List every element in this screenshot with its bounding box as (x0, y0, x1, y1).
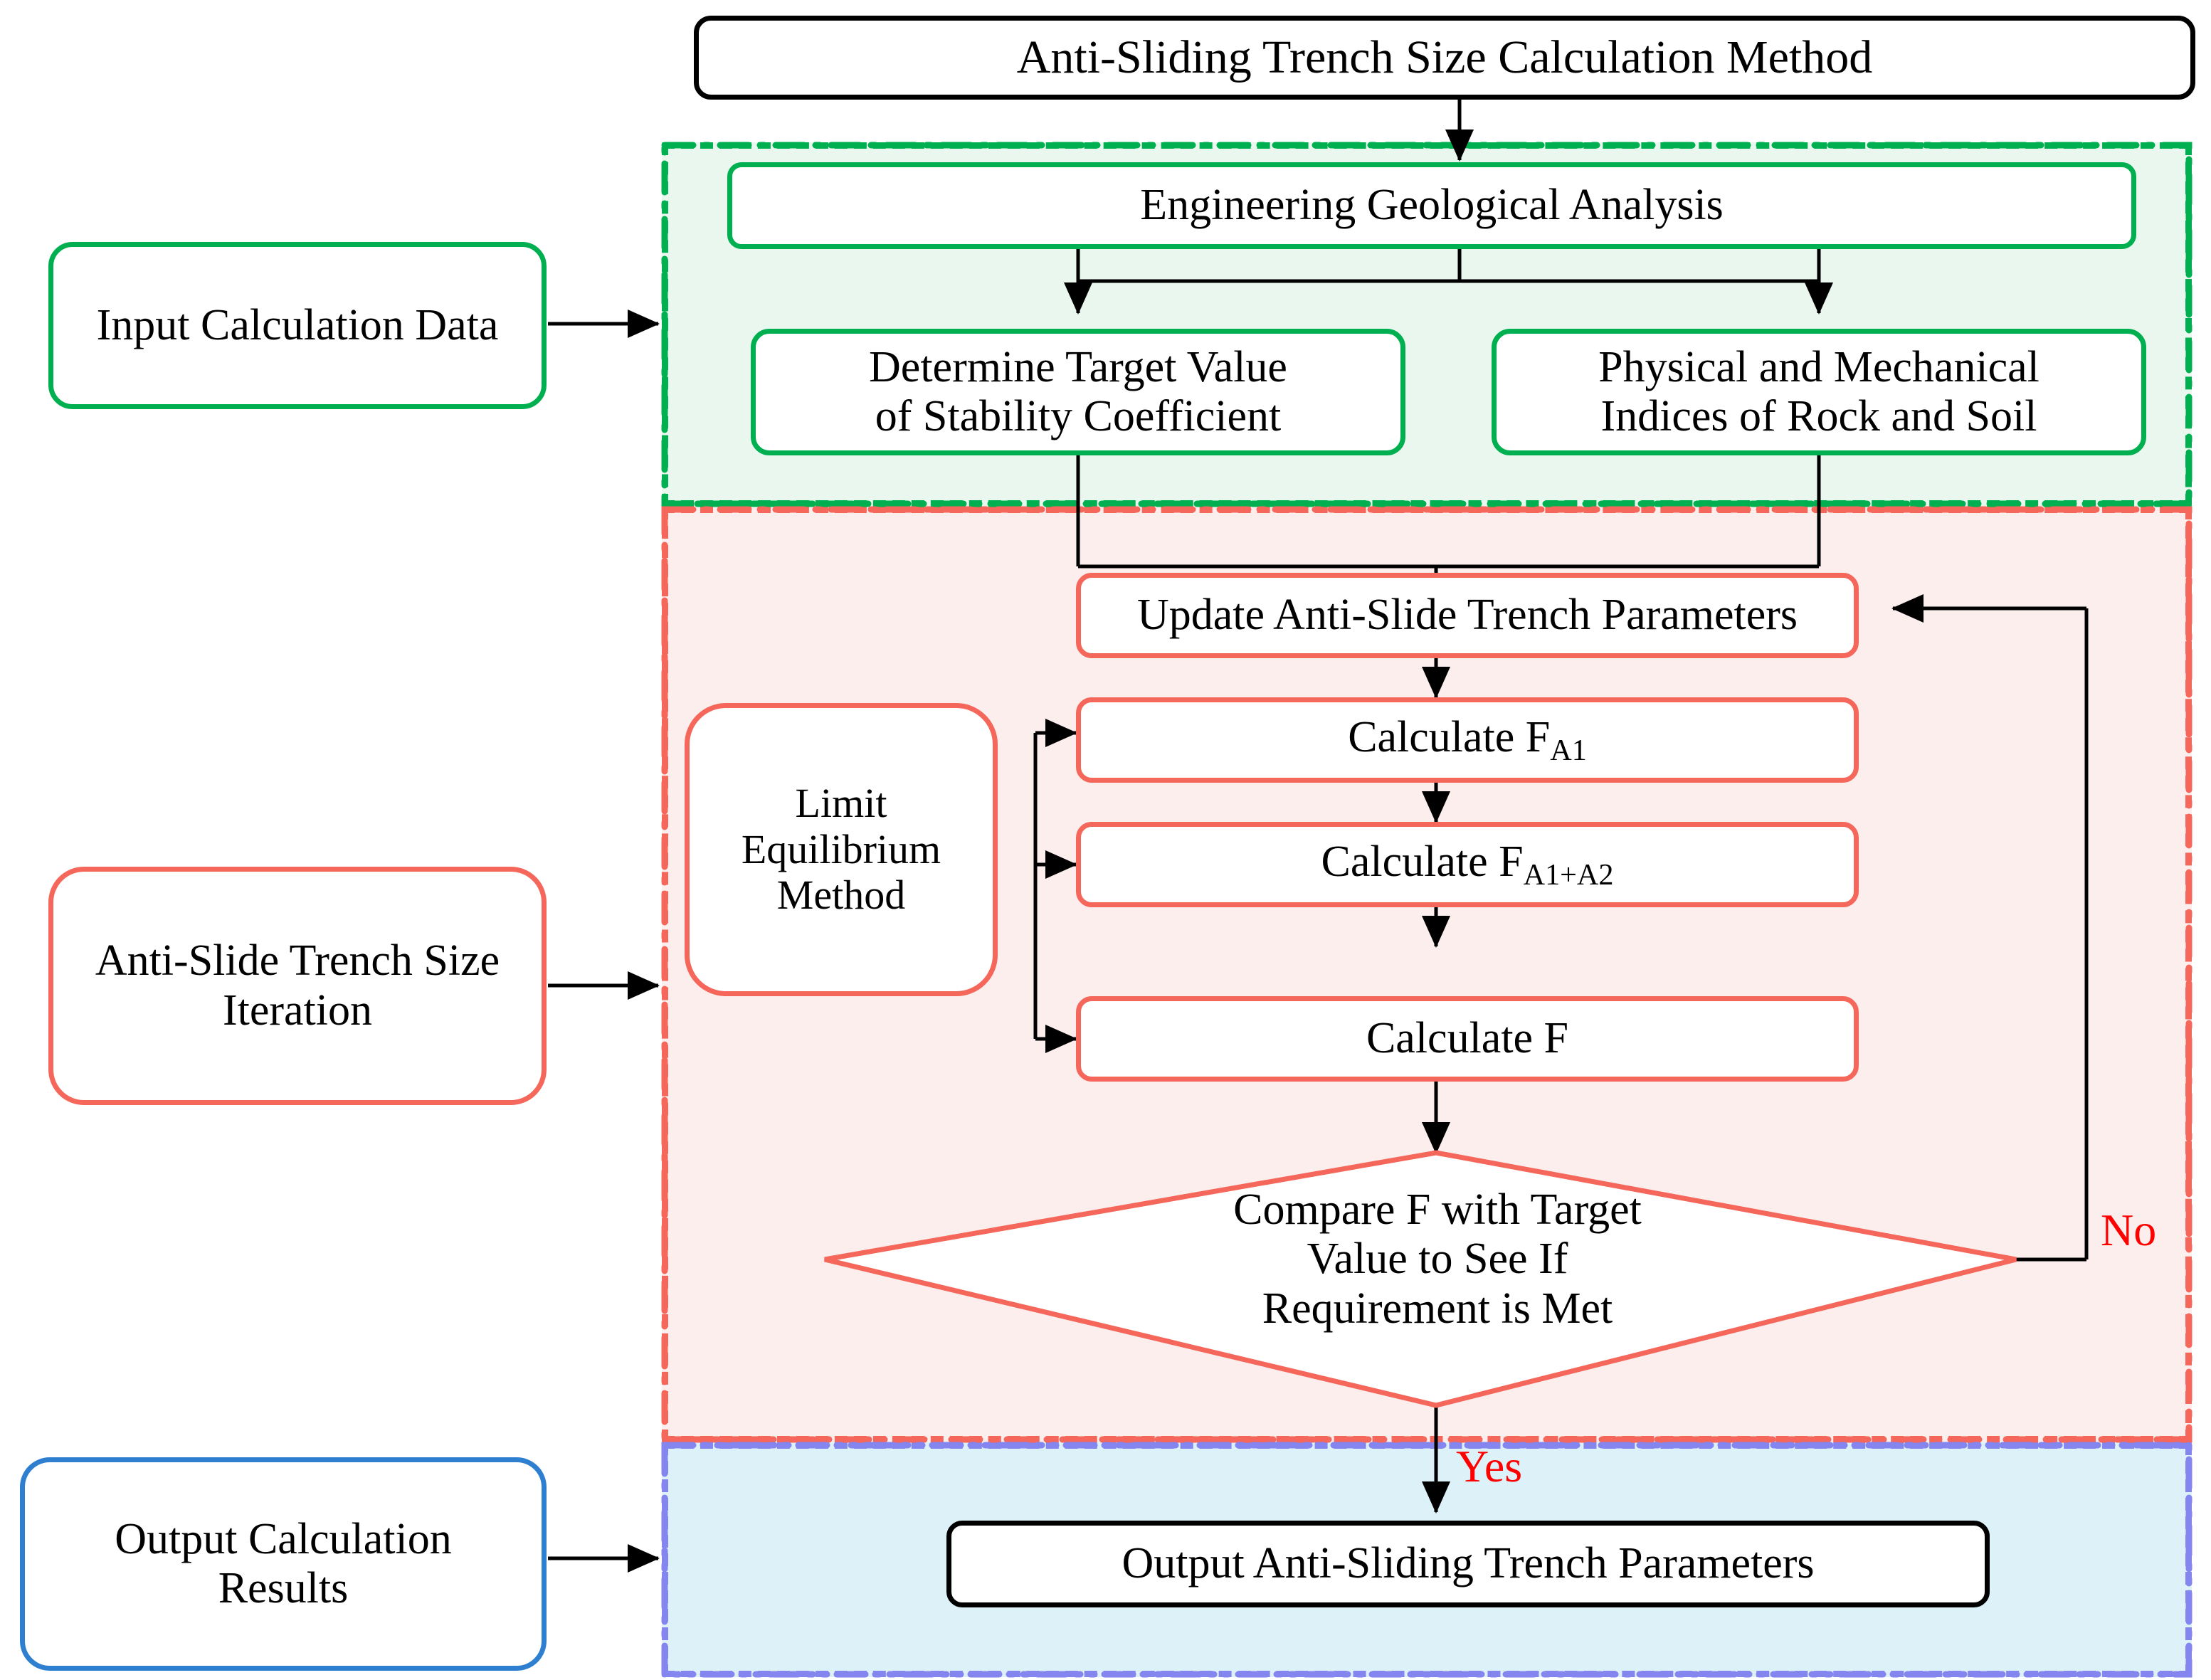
node-update-trench-parameters[interactable]: Update Anti-Slide Trench Parameters (1076, 573, 1859, 658)
node-limit-line1: Limit (795, 779, 887, 826)
node-calculate-f-label: Calculate F (1366, 1014, 1569, 1063)
node-calculate-f[interactable]: Calculate F (1076, 996, 1859, 1082)
node-decision-line1: Compare F with Target (1233, 1185, 1642, 1234)
node-calculate-fa1-prefix: Calculate F (1348, 713, 1551, 761)
node-indices-line1: Physical and Mechanical (1598, 342, 2039, 391)
node-output-trench-parameters[interactable]: Output Anti-Sliding Trench Parameters (946, 1521, 1990, 1607)
node-target-value-line2: of Stability Coefficient (875, 392, 1282, 440)
node-decision-line3: Requirement is Met (1262, 1284, 1613, 1333)
node-calculate-fa1a2[interactable]: Calculate FA1+A2 (1076, 822, 1859, 907)
node-calculate-fa1[interactable]: Calculate FA1 (1076, 697, 1859, 783)
node-title[interactable]: Anti-Sliding Trench Size Calculation Met… (694, 16, 2195, 100)
node-engineering-geological-analysis[interactable]: Engineering Geological Analysis (727, 162, 2136, 249)
node-target-value-line1: Determine Target Value (869, 342, 1287, 391)
node-limit-line3: Method (776, 872, 906, 919)
branch-label-yes: Yes (1456, 1441, 1523, 1491)
stage-label-input[interactable]: Input Calculation Data (48, 242, 547, 409)
stage-label-output-text: Output Calculation Results (115, 1514, 452, 1612)
node-calculate-fa1a2-prefix: Calculate F (1321, 838, 1524, 886)
node-update-label: Update Anti-Slide Trench Parameters (1136, 591, 1798, 640)
node-decision-line2: Value to See If (1307, 1235, 1568, 1284)
node-physical-mechanical-indices[interactable]: Physical and Mechanical Indices of Rock … (1492, 329, 2146, 455)
node-indices-line2: Indices of Rock and Soil (1600, 392, 2037, 440)
node-limit-equilibrium-method[interactable]: Limit Equilibrium Method (685, 703, 998, 996)
stage-label-iteration[interactable]: Anti-Slide Trench Size Iteration (48, 867, 547, 1105)
stage-label-output[interactable]: Output Calculation Results (20, 1457, 547, 1671)
node-analysis-label: Engineering Geological Analysis (1140, 181, 1724, 230)
node-title-label: Anti-Sliding Trench Size Calculation Met… (1016, 31, 1873, 84)
node-decision-compare-f[interactable]: Compare F with Target Value to See If Re… (1060, 1174, 1815, 1345)
node-calculate-fa1a2-subscript: A1+A2 (1523, 857, 1614, 892)
node-decision-diamond (824, 1150, 2017, 1408)
node-calculate-fa1a2-label: Calculate FA1+A2 (1321, 838, 1614, 892)
stage-label-iteration-text: Anti-Slide Trench Size Iteration (95, 936, 500, 1035)
branch-label-no: No (2101, 1205, 2157, 1255)
node-determine-target-value[interactable]: Determine Target Value of Stability Coef… (751, 329, 1405, 455)
node-output-label: Output Anti-Sliding Trench Parameters (1122, 1539, 1815, 1588)
node-calculate-fa1-label: Calculate FA1 (1348, 713, 1587, 767)
stage-label-input-text: Input Calculation Data (96, 300, 499, 349)
node-calculate-fa1-subscript: A1 (1550, 733, 1587, 767)
node-limit-line2: Equilibrium (741, 825, 941, 872)
